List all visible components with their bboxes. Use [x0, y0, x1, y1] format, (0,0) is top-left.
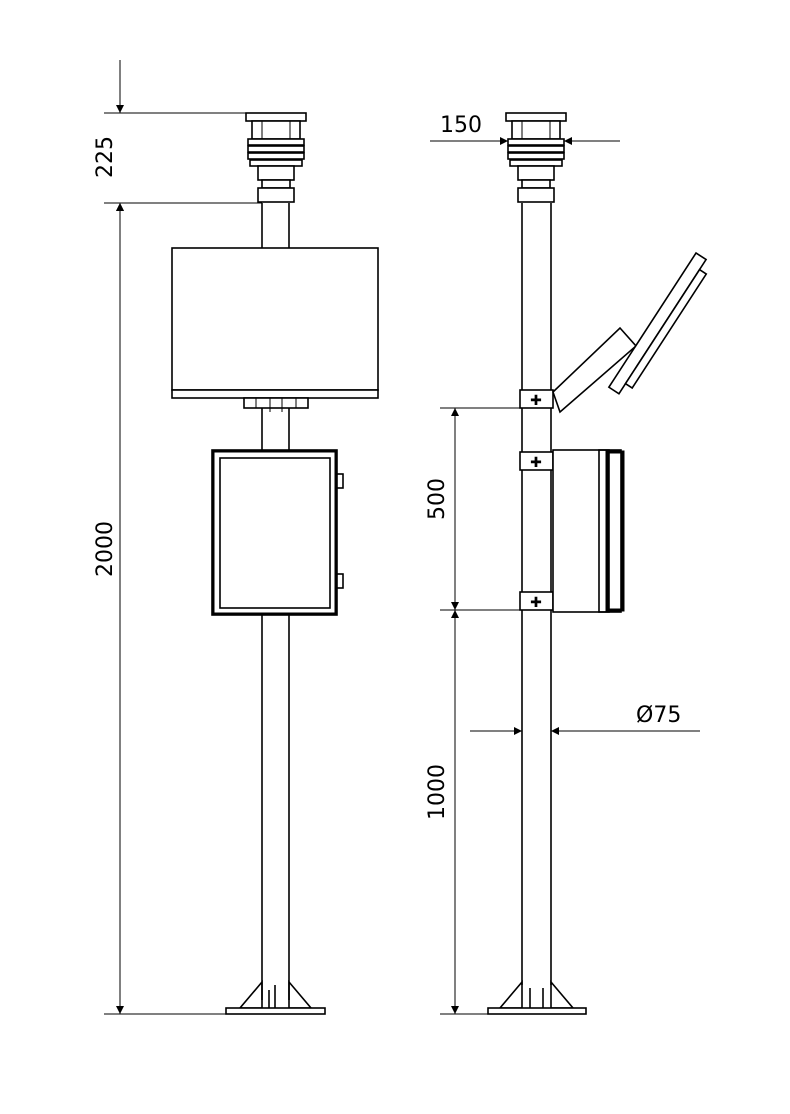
side-sensor-head — [505, 112, 567, 203]
front-sensor-head — [245, 112, 307, 203]
side-base — [487, 979, 587, 1015]
dim-sensor-height: 225 — [93, 60, 262, 260]
dim-2000-label: 2000 — [93, 521, 118, 577]
dim-pole-diameter: Ø75 — [470, 703, 700, 735]
front-base — [225, 979, 326, 1015]
dim-sensor-width: 150 — [430, 113, 620, 145]
dim-225-label: 225 — [93, 136, 118, 178]
dim-150-label: 150 — [440, 113, 482, 138]
dim-500-label: 500 — [425, 478, 450, 520]
front-solar-panel — [171, 247, 379, 412]
front-control-box — [211, 449, 344, 616]
svg-text:✚: ✚ — [530, 455, 542, 471]
side-mount-brackets: ✚ ✚ ✚ — [519, 389, 554, 611]
side-solar-panel — [552, 251, 708, 414]
dim-pole-height: 2000 — [93, 203, 226, 1015]
dim-mount-spacing: 500 — [425, 407, 522, 611]
side-view: 150 ✚ ✚ ✚ — [425, 112, 708, 1015]
dim-1000-label: 1000 — [425, 764, 450, 820]
svg-text:✚: ✚ — [530, 595, 542, 611]
side-control-box — [552, 449, 625, 613]
svg-text:✚: ✚ — [530, 393, 542, 409]
front-view: 225 2000 — [93, 60, 379, 1015]
dim-box-height: 1000 — [425, 610, 488, 1015]
dim-d75-label: Ø75 — [636, 703, 681, 728]
